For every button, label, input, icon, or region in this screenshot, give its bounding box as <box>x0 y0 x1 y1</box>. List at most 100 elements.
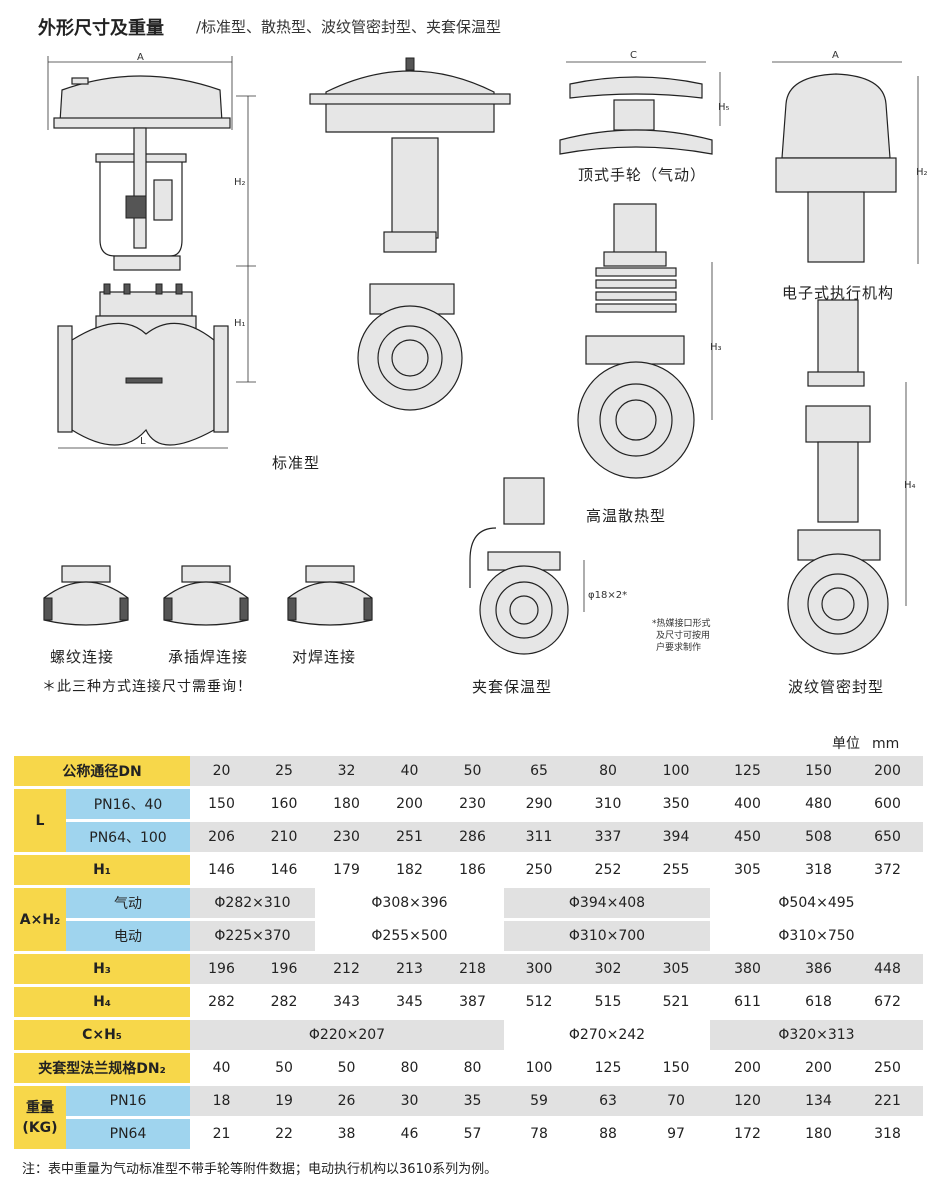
table-cell: 25 <box>253 756 315 786</box>
caption-thread: 螺纹连接 <box>50 648 115 666</box>
table-cell: 337 <box>574 822 642 852</box>
axh2-label: A×H₂ <box>14 888 66 951</box>
table-cell: 318 <box>852 1119 923 1149</box>
footnote: 注：表中重量为气动标准型不带手轮等附件数据；电动执行机构以3610系列为例。 <box>22 1162 498 1177</box>
table-cell: 394 <box>642 822 710 852</box>
table-cell: 180 <box>785 1119 852 1149</box>
drawings-area: A L H₂ H₁ <box>43 50 928 655</box>
table-cell: 125 <box>710 756 785 786</box>
table-cell: 150 <box>190 789 253 819</box>
table-cell: 26 <box>315 1086 378 1116</box>
table-cell: 63 <box>574 1086 642 1116</box>
thread-connection-drawing <box>43 565 129 626</box>
table-cell: 65 <box>504 756 574 786</box>
table-cell: 50 <box>253 1053 315 1083</box>
jacket-note: *热媒接口形式 及尺寸可按用 户要求制作 <box>652 618 711 654</box>
dim-h3-label: H₃ <box>710 342 722 353</box>
unit-text: 单位 <box>832 736 860 752</box>
table-cell: 120 <box>710 1086 785 1116</box>
dim-l-label: L <box>140 436 146 447</box>
page-title: 外形尺寸及重量 <box>38 18 164 39</box>
row-dn2: 夹套型法兰规格DN₂ 40 50 50 80 80 100 125 150 20… <box>14 1053 923 1083</box>
table-cell: 150 <box>642 1053 710 1083</box>
table-cell: 300 <box>504 954 574 984</box>
row-l-pn64: PN64、100 206 210 230 251 286 311 337 394… <box>14 822 923 852</box>
table-cell: 19 <box>253 1086 315 1116</box>
table-cell: 196 <box>253 954 315 984</box>
table-cell: 150 <box>785 756 852 786</box>
table-cell: Φ394×408 <box>504 888 710 918</box>
caption-socket-weld: 承插焊连接 <box>168 648 249 666</box>
cxh5-label: C×H₅ <box>14 1020 190 1050</box>
dim-h2b-label: H₂ <box>916 167 928 178</box>
table-cell: Φ255×500 <box>315 921 504 951</box>
page-subtitle: /标准型、散热型、波纹管密封型、夹套保温型 <box>196 18 502 36</box>
table-cell: Φ310×750 <box>710 921 923 951</box>
table-cell: 200 <box>378 789 441 819</box>
table-cell: 213 <box>378 954 441 984</box>
table-cell: 57 <box>441 1119 504 1149</box>
row-h3: H₃ 196 196 212 213 218 300 302 305 380 3… <box>14 954 923 984</box>
h1-label: H₁ <box>14 855 190 885</box>
table-cell: 252 <box>574 855 642 885</box>
table-cell: 35 <box>441 1086 504 1116</box>
table-cell: 88 <box>574 1119 642 1149</box>
table-cell: 200 <box>785 1053 852 1083</box>
table-cell: 650 <box>852 822 923 852</box>
table-cell: 40 <box>378 756 441 786</box>
table-cell: 186 <box>441 855 504 885</box>
axh2-pneumatic-label: 气动 <box>66 888 190 918</box>
table-cell: 305 <box>642 954 710 984</box>
table-cell: 310 <box>574 789 642 819</box>
table-cell: Φ308×396 <box>315 888 504 918</box>
table-cell: 80 <box>574 756 642 786</box>
table-cell: 40 <box>190 1053 253 1083</box>
row-cxh5: C×H₅ Φ220×207 Φ270×242 Φ320×313 <box>14 1020 923 1050</box>
table-cell: 134 <box>785 1086 852 1116</box>
jacket-note-line-2: 及尺寸可按用 <box>656 631 711 641</box>
dim-h5-label: H₅ <box>718 102 730 113</box>
table-cell: 32 <box>315 756 378 786</box>
table-cell: 146 <box>253 855 315 885</box>
weight-pn16-label: PN16 <box>66 1086 190 1116</box>
table-cell: 46 <box>378 1119 441 1149</box>
table-cell: Φ504×495 <box>710 888 923 918</box>
table-cell: 59 <box>504 1086 574 1116</box>
table-cell: 343 <box>315 987 378 1017</box>
row-weight-pn64: PN64 21 22 38 46 57 78 88 97 172 180 318 <box>14 1119 923 1149</box>
table-cell: 282 <box>253 987 315 1017</box>
table-cell: Φ282×310 <box>190 888 315 918</box>
table-cell: 70 <box>642 1086 710 1116</box>
table-cell: Φ225×370 <box>190 921 315 951</box>
table-cell: 290 <box>504 789 574 819</box>
table-cell: 97 <box>642 1119 710 1149</box>
table-cell: 521 <box>642 987 710 1017</box>
table-cell: 230 <box>315 822 378 852</box>
table-cell: 182 <box>378 855 441 885</box>
table-cell: 78 <box>504 1119 574 1149</box>
table-cell: 450 <box>710 822 785 852</box>
table-cell: 600 <box>852 789 923 819</box>
table-cell: 286 <box>441 822 504 852</box>
dim-a-label: A <box>137 52 144 63</box>
table-cell: 372 <box>852 855 923 885</box>
l-pn16-label: PN16、40 <box>66 789 190 819</box>
row-weight-pn16: 重量 (KG) PN16 18 19 26 30 35 59 63 70 120… <box>14 1086 923 1149</box>
bellows-drawing: H₄ <box>787 299 916 655</box>
caption-standard: 标准型 <box>272 454 321 472</box>
connection-note: ＊此三种方式连接尺寸需垂询！ <box>42 679 252 695</box>
table-cell: 251 <box>378 822 441 852</box>
weight-label-line-1: 重量 <box>26 1099 54 1116</box>
table-cell: 448 <box>852 954 923 984</box>
table-cell: 200 <box>710 1053 785 1083</box>
jacket-note-line-3: 户要求制作 <box>656 643 702 653</box>
h3-label: H₃ <box>14 954 190 984</box>
front-valve-drawing <box>309 57 511 411</box>
row-axh2-electric: 电动 Φ225×370 Φ255×500 Φ310×700 Φ310×750 <box>14 921 923 951</box>
top-handwheel-drawing: C H₅ <box>559 50 730 155</box>
table-cell: 282 <box>190 987 253 1017</box>
table-cell: 387 <box>441 987 504 1017</box>
table-cell: 100 <box>504 1053 574 1083</box>
caption-high-temp: 高温散热型 <box>586 507 667 525</box>
